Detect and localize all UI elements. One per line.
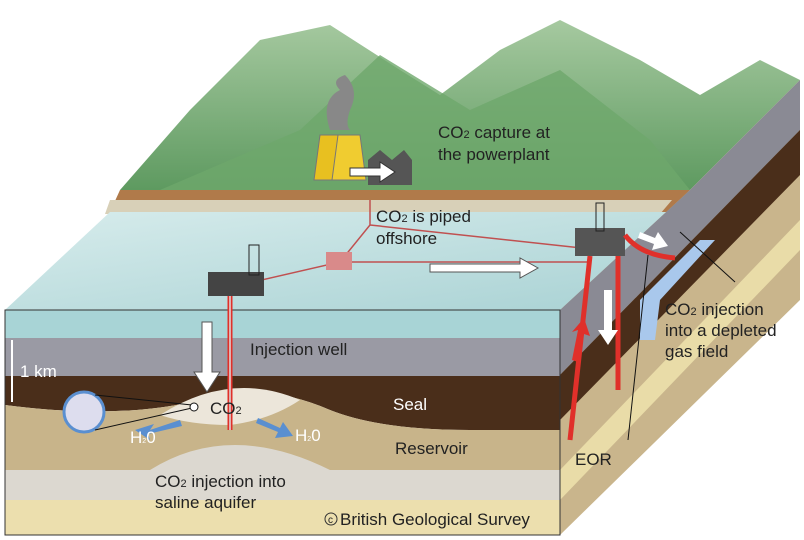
upper-strata bbox=[5, 338, 560, 376]
gas-arrow bbox=[638, 232, 668, 250]
pipeline-hub bbox=[326, 252, 352, 270]
copyright-label: British Geological Survey bbox=[340, 510, 530, 529]
h2o-right-label: H20 bbox=[295, 426, 321, 445]
gas-field-pipe bbox=[623, 233, 676, 261]
eor-up-arrow bbox=[572, 318, 590, 362]
mountain-ridge bbox=[160, 55, 690, 190]
powerplant bbox=[313, 75, 412, 185]
sand-layer bbox=[5, 500, 560, 535]
block-outline bbox=[4, 309, 561, 536]
pipeline bbox=[239, 200, 601, 286]
rock-pore-magnifier bbox=[62, 390, 106, 434]
right-face-sand bbox=[560, 220, 800, 500]
derrick-left bbox=[248, 244, 260, 276]
seal-label: Seal bbox=[393, 395, 427, 414]
water-arrow-left bbox=[135, 420, 182, 440]
aquifer-layer bbox=[5, 445, 560, 500]
platform-left bbox=[208, 272, 264, 296]
flow-arrow bbox=[429, 257, 540, 279]
injection-well-label: Injection well bbox=[250, 340, 347, 359]
down-arrow bbox=[193, 321, 221, 393]
platform-right bbox=[575, 228, 625, 256]
eor-label: EOR bbox=[575, 450, 612, 469]
derrick-right bbox=[595, 202, 605, 232]
scale-label: 1 km bbox=[20, 362, 57, 381]
capture-arrow bbox=[349, 161, 396, 183]
h2o-left-label: H20 bbox=[130, 428, 156, 447]
water-layer bbox=[5, 310, 560, 338]
water-arrow-right bbox=[256, 418, 293, 438]
co2-label: CO2 bbox=[210, 399, 242, 418]
copyright-symbol: c bbox=[328, 515, 333, 526]
smoke bbox=[326, 75, 354, 130]
eor-down-arrow bbox=[598, 290, 618, 345]
beach bbox=[105, 200, 672, 214]
reservoir-label: Reservoir bbox=[395, 439, 468, 458]
copyright-icon bbox=[324, 512, 338, 526]
seal-layer bbox=[5, 376, 560, 430]
depleted-gas-field bbox=[640, 240, 715, 340]
